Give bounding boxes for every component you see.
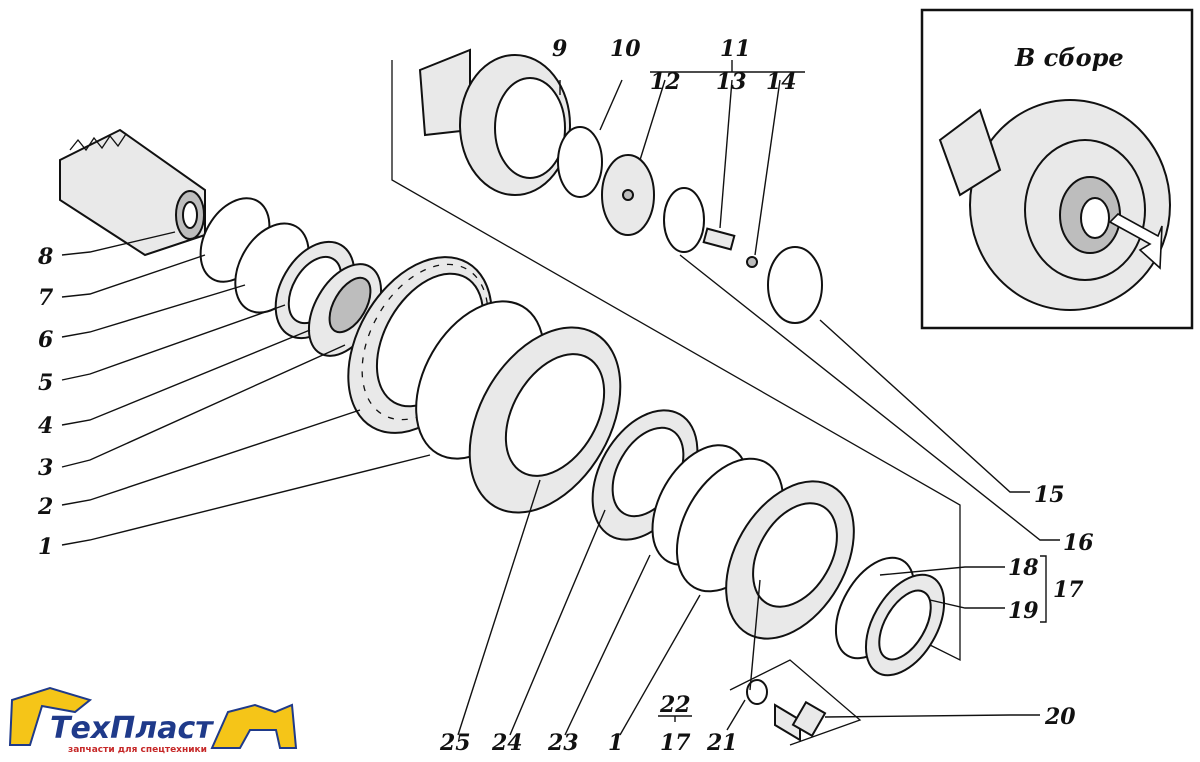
callout-12: 12 [650,69,681,95]
callout-9: 9 [552,36,567,62]
pin-part-13 [702,227,736,251]
callout-21: 21 [706,730,738,756]
callout-24: 24 [491,730,523,756]
callout-19: 19 [1008,598,1039,624]
logo-name: ТехПласт [50,711,214,746]
techplast-logo: ТехПласт запчасти для спецтехники [8,686,298,755]
bolt-part-20 [774,700,827,742]
ball-part-14 [746,256,758,268]
callout-6: 6 [38,327,53,353]
assembled-inset: В сборе [920,8,1194,330]
callout-10: 10 [610,36,641,62]
callout-15: 15 [1034,482,1065,508]
callout-5: 5 [38,370,53,396]
callout-13: 13 [716,69,747,95]
callout-8: 8 [37,244,53,270]
retaining-ring-part-15 [767,246,823,324]
leader-lines [61,60,1060,736]
callout-11: 11 [720,36,751,62]
callout-7: 7 [38,285,54,311]
housing-flange-part [468,326,622,514]
callout-14: 14 [766,69,797,95]
inset-arrow-icon [1108,213,1163,270]
parts-drawing [59,48,961,746]
callout-18: 18 [1008,555,1039,581]
loader-icon [210,703,298,749]
callout-20: 20 [1044,704,1076,730]
callout-1-bottom: 1 [608,730,623,756]
callout-2: 2 [37,494,53,520]
callout-1-left: 1 [38,534,53,560]
splined-shaft-part [59,128,206,257]
callout-23: 23 [547,730,579,756]
callout-17-bottom: 17 [660,730,691,756]
callout-4: 4 [38,413,53,439]
washer-part-21 [746,679,768,705]
excavator-arm-icon [8,686,93,746]
snap-ring-part-10 [557,126,603,198]
logo-tagline: запчасти для спецтехники [68,745,207,755]
callout-25: 25 [439,730,471,756]
callout-numbers: 8 7 6 5 4 3 2 1 9 10 11 12 13 14 15 16 1… [37,36,1094,756]
callout-16: 16 [1063,530,1094,556]
ring-part-16 [663,187,705,253]
callout-3: 3 [38,455,53,481]
hub-part-9 [418,48,571,196]
callout-17-right: 17 [1053,577,1084,603]
inset-title: В сборе [1014,43,1124,72]
callout-22: 22 [659,692,691,718]
